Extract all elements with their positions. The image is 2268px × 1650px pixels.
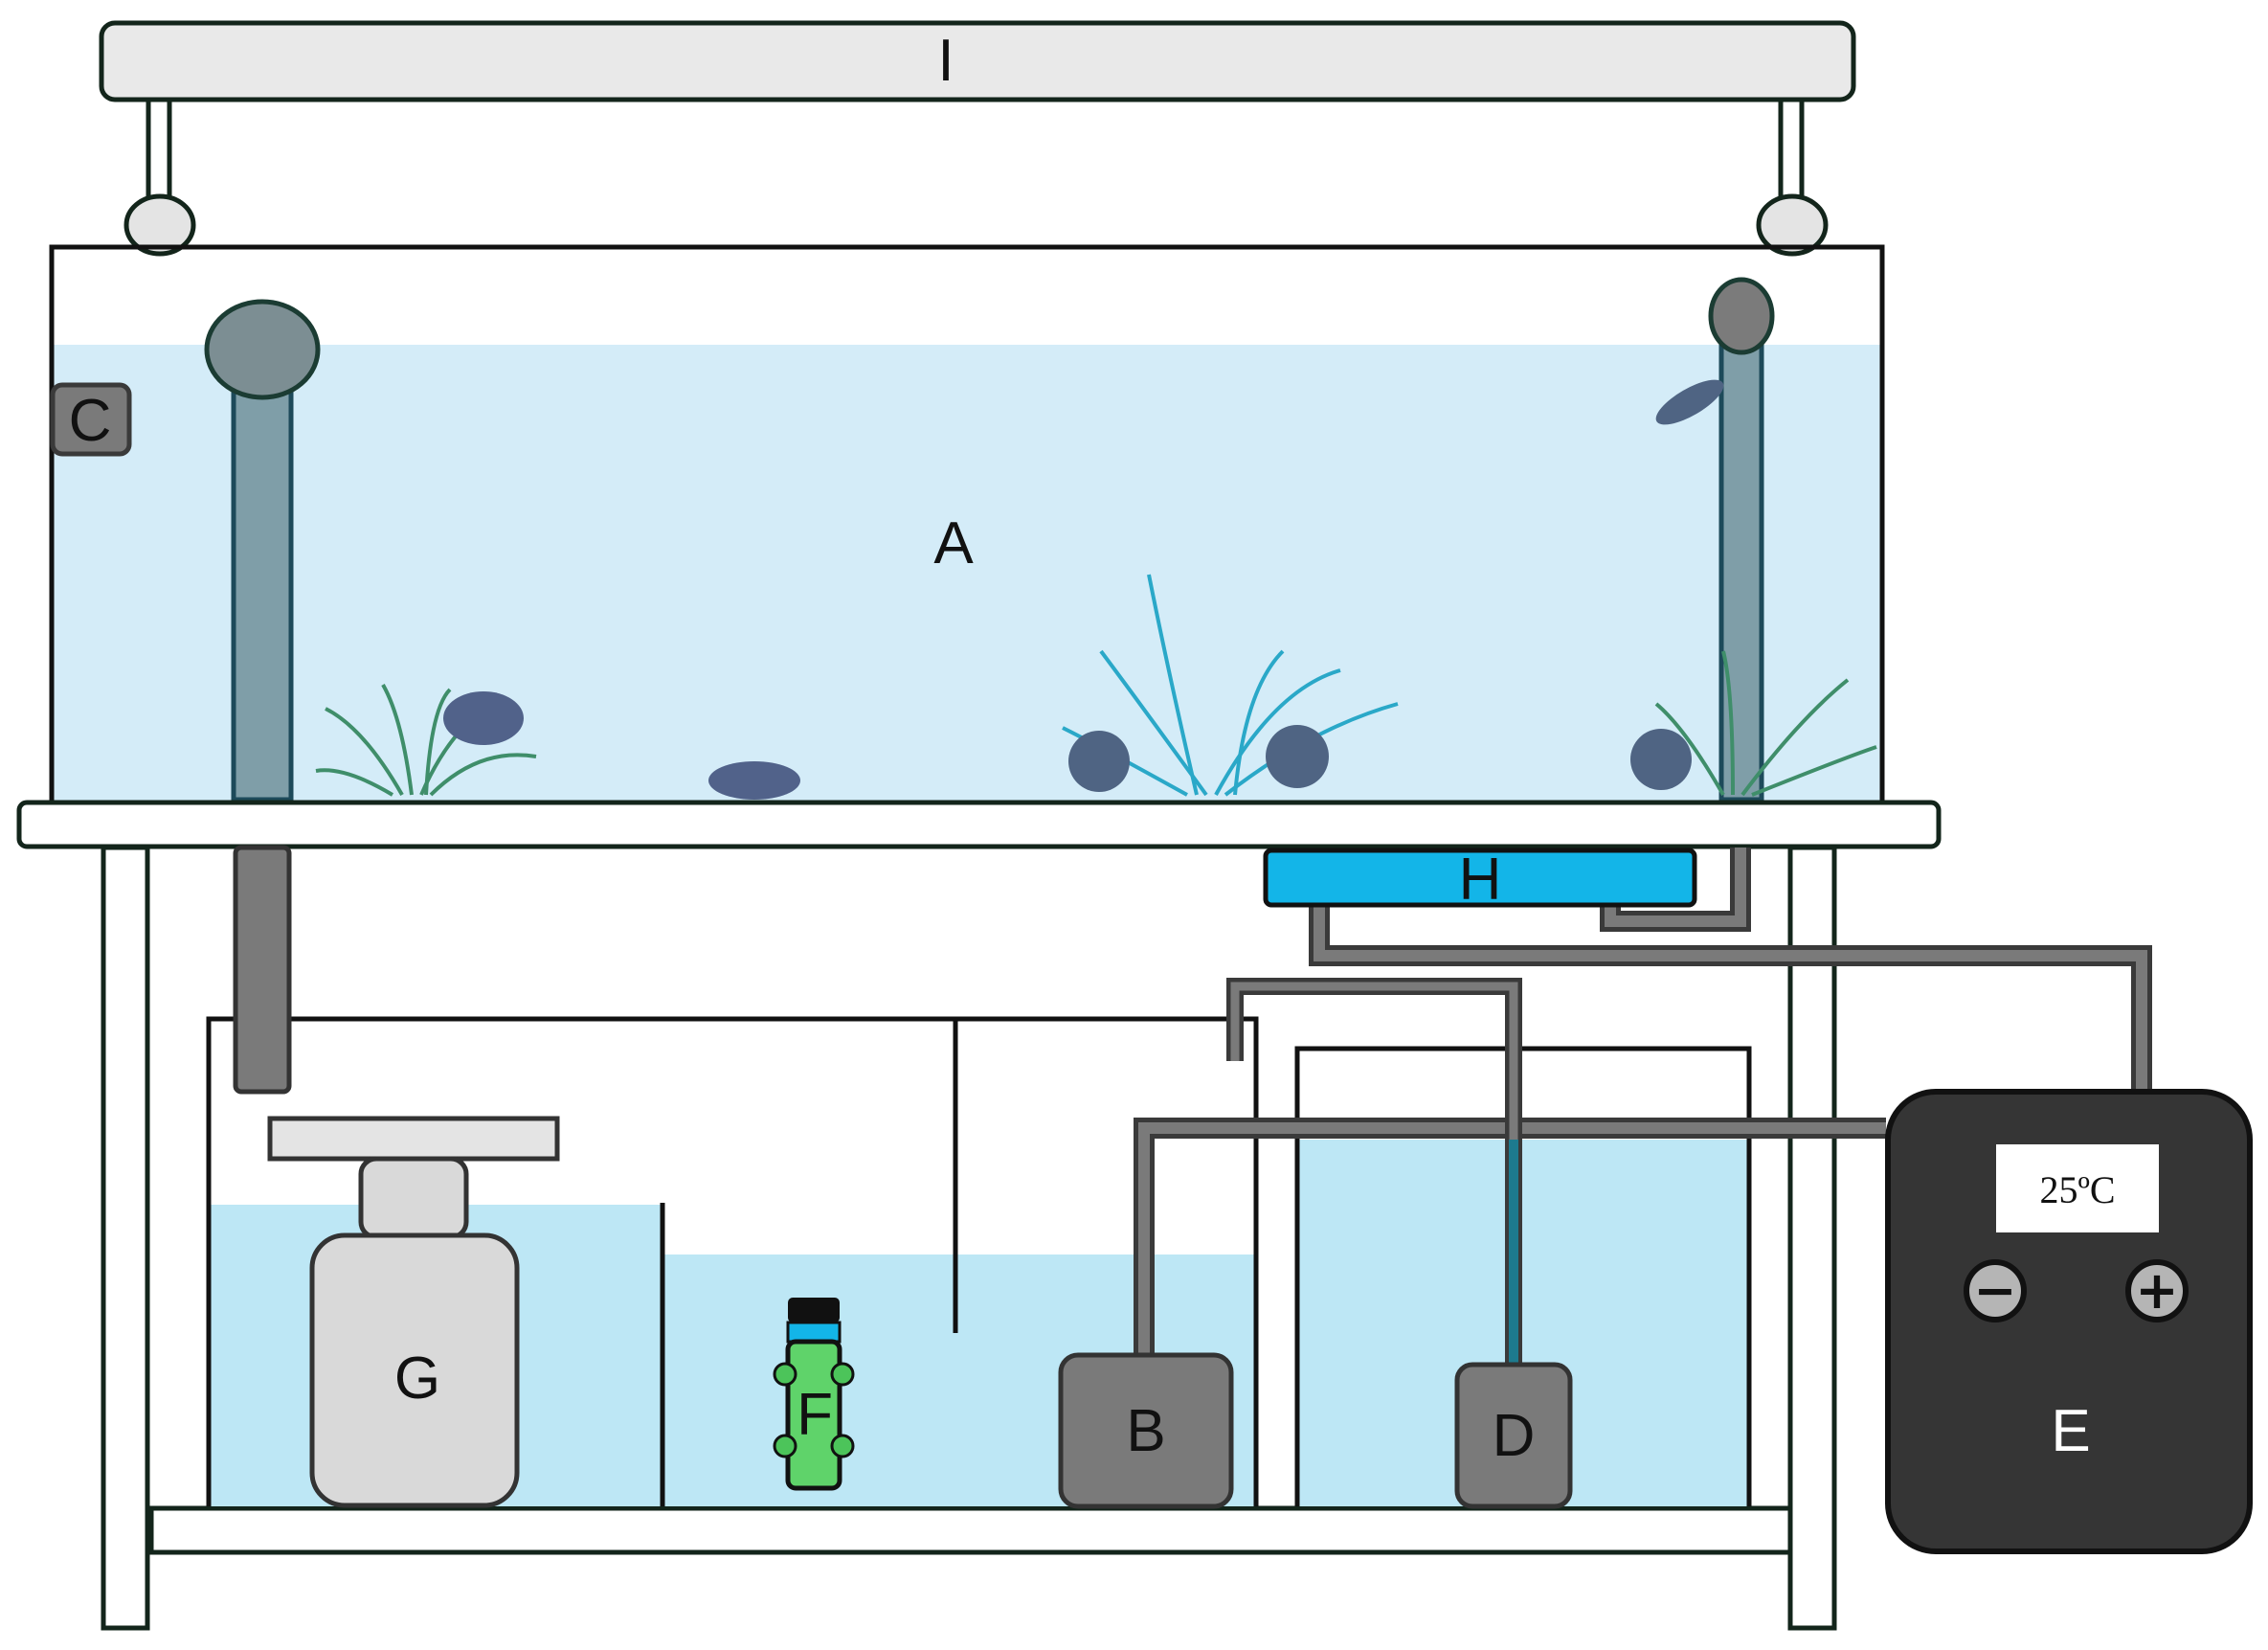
skimmer-neck bbox=[358, 1156, 469, 1240]
stand-top-shelf bbox=[16, 800, 1942, 849]
sensor-probe bbox=[50, 382, 132, 457]
protein-skimmer: G bbox=[267, 1116, 560, 1508]
reactor: F bbox=[773, 1298, 855, 1491]
reactor-clip-tr bbox=[830, 1362, 855, 1387]
label-f: F bbox=[797, 1382, 833, 1448]
reactor-clip-br bbox=[830, 1434, 855, 1458]
tank-water bbox=[54, 345, 1880, 802]
label-h: H bbox=[1459, 847, 1502, 913]
return-pipe bbox=[1718, 323, 1764, 802]
label-b: B bbox=[1126, 1398, 1165, 1464]
sea-hare-left bbox=[443, 691, 524, 745]
light-bar bbox=[99, 20, 1856, 102]
label-d: D bbox=[1493, 1403, 1536, 1469]
return-pipe-head bbox=[1708, 277, 1775, 355]
light-right-post bbox=[1778, 93, 1805, 204]
reactor-band bbox=[786, 1321, 842, 1344]
seaweed-right bbox=[1654, 650, 1877, 797]
skimmer-body bbox=[309, 1232, 520, 1508]
minus-icon: − bbox=[1973, 1260, 2016, 1321]
temperature-controller[interactable]: 25ºC − + E bbox=[1885, 1089, 2253, 1554]
minus-icon-bg bbox=[1964, 1259, 2027, 1322]
sea-hare-middle bbox=[708, 761, 800, 800]
reactor-clip-bl bbox=[773, 1434, 797, 1458]
label-a: A bbox=[933, 510, 974, 576]
plumbing bbox=[1134, 848, 2152, 1365]
controller-chiller-line bbox=[1309, 905, 2152, 1092]
reactor-clip-tl bbox=[773, 1362, 797, 1387]
return-pump: B bbox=[1058, 1352, 1234, 1509]
light-left-clamp bbox=[124, 193, 196, 257]
reactor-cap bbox=[788, 1298, 840, 1322]
label-e: E bbox=[2051, 1398, 2090, 1464]
chiller: H bbox=[1263, 847, 1697, 913]
light-right-clamp bbox=[1756, 193, 1829, 257]
label-c: C bbox=[69, 388, 112, 454]
sea-anemone-2 bbox=[1266, 725, 1329, 788]
circulation-pump: D bbox=[1454, 1362, 1573, 1509]
plus-icon: + bbox=[2135, 1260, 2178, 1321]
label-g: G bbox=[394, 1345, 440, 1412]
stand bbox=[16, 800, 1942, 1631]
decrease-button[interactable]: − bbox=[1964, 1259, 2027, 1322]
sea-hare-surface bbox=[1655, 379, 1724, 425]
pump-b-body bbox=[1058, 1352, 1234, 1509]
refugium-outline bbox=[1294, 1046, 1752, 1506]
chiller-body bbox=[1263, 848, 1697, 908]
label-i: I bbox=[937, 28, 954, 94]
plus-icon-bg bbox=[2125, 1259, 2189, 1322]
pump-d-body bbox=[1454, 1362, 1573, 1509]
increase-button[interactable]: + bbox=[2125, 1259, 2189, 1322]
temperature-display bbox=[1996, 1144, 2159, 1232]
stand-left-leg bbox=[101, 845, 150, 1631]
overflow-pipe-head bbox=[204, 299, 321, 400]
light-fixture: I bbox=[99, 20, 1856, 257]
reactor-body bbox=[785, 1339, 842, 1491]
controller-body bbox=[1885, 1089, 2253, 1554]
display-tank: A C bbox=[49, 244, 1885, 805]
stand-right-leg bbox=[1787, 845, 1837, 1631]
drain-pipe bbox=[233, 845, 292, 1095]
light-left-post bbox=[146, 93, 172, 204]
sea-anemone-1 bbox=[1068, 731, 1130, 792]
stand-bottom-shelf bbox=[148, 1505, 1793, 1555]
sea-anemone-3 bbox=[1630, 729, 1692, 790]
temperature-readout: 25ºC bbox=[2039, 1168, 2115, 1211]
skimmer-cup bbox=[267, 1116, 560, 1162]
sump-outline bbox=[206, 1016, 1259, 1506]
overflow-pipe bbox=[231, 347, 294, 802]
